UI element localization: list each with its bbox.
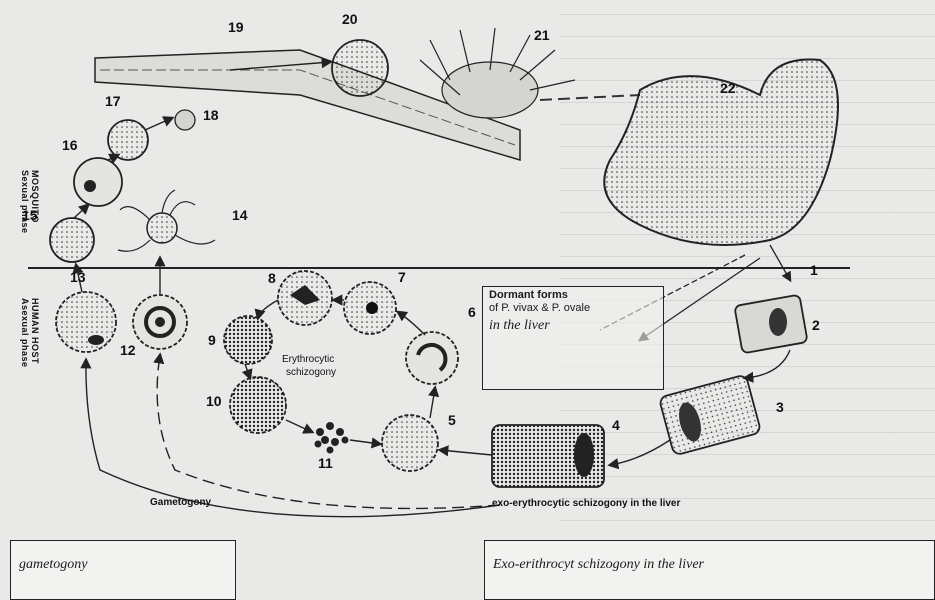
callout-line-3: in the liver: [489, 317, 657, 334]
rbc-cell-8: [278, 271, 332, 325]
liver-cell-2: [734, 295, 807, 354]
ookinete-cell: [74, 158, 122, 206]
step-number-22: 22: [720, 80, 736, 96]
oocyst-cell: [332, 40, 388, 96]
step-number-17: 17: [105, 93, 121, 109]
rbc-cell-6: [406, 332, 458, 384]
step-number-14: 14: [232, 207, 248, 223]
rbc-cell-10: [230, 377, 286, 433]
exflagellation-cell: [118, 190, 215, 251]
side-label-human: HUMAN HOST Asexual phase: [20, 298, 40, 368]
step-number-10: 10: [206, 393, 222, 409]
callout-line-2: of P. vivax & P. ovale: [489, 302, 657, 315]
label-gametogony: Gametogony: [150, 497, 212, 508]
side-label-mosquito: MOSQUITO Sexual phase: [20, 170, 40, 234]
gametocyte-13: [56, 292, 116, 352]
svg-text:Asexual phase: Asexual phase: [20, 298, 30, 368]
step-number-19: 19: [228, 19, 244, 35]
step-number-4: 4: [612, 417, 620, 433]
step-number-3: 3: [776, 399, 784, 415]
answer-box-gametogony: gametogony: [10, 540, 236, 600]
merozoites-11: [315, 422, 349, 454]
liver-cell-4: [492, 425, 604, 487]
step-number-12: 12: [120, 342, 136, 358]
gametocyte-12: [133, 295, 187, 349]
step-number-13: 13: [70, 269, 86, 285]
step-number-9: 9: [208, 332, 216, 348]
step-number-15: 15: [22, 207, 38, 223]
zygote-cell: [50, 218, 94, 262]
rbc-cell-5: [382, 415, 438, 471]
step-number-5: 5: [448, 412, 456, 428]
svg-text:Sexual phase: Sexual phase: [20, 170, 30, 234]
gametocyte-cell: [108, 120, 148, 160]
callout-line-1: Dormant forms: [489, 289, 657, 302]
step-number-18: 18: [203, 107, 219, 123]
step-number-1: 1: [810, 262, 818, 278]
answer-box-exo-erythrocytic: Exo-erithrocyt schizogony in the liver: [484, 540, 935, 600]
rbc-cell-7: [344, 282, 396, 334]
step-number-2: 2: [812, 317, 820, 333]
label-exo-erythrocytic: exo-erythrocytic schizogony in the liver: [492, 498, 680, 509]
answer-text-right: Exo-erithrocyt schizogony in the liver: [493, 557, 704, 572]
rbc-cell-9: [224, 316, 272, 364]
label-schizogony: schizogony: [286, 367, 336, 378]
step-number-11: 11: [318, 455, 333, 471]
label-erythrocytic: Erythrocytic: [282, 354, 334, 365]
step-number-20: 20: [342, 11, 358, 27]
liver-cell-3: [659, 374, 761, 455]
step-number-8: 8: [268, 270, 276, 286]
step-number-16: 16: [62, 137, 78, 153]
step-number-7: 7: [398, 269, 406, 285]
step-number-21: 21: [534, 27, 550, 43]
svg-text:HUMAN HOST: HUMAN HOST: [30, 298, 40, 364]
dormant-forms-callout: Dormant forms of P. vivax & P. ovale in …: [482, 286, 664, 390]
step-number-6: 6: [468, 304, 476, 320]
microgamete-cell: [175, 110, 195, 130]
answer-text-left: gametogony: [19, 557, 87, 572]
